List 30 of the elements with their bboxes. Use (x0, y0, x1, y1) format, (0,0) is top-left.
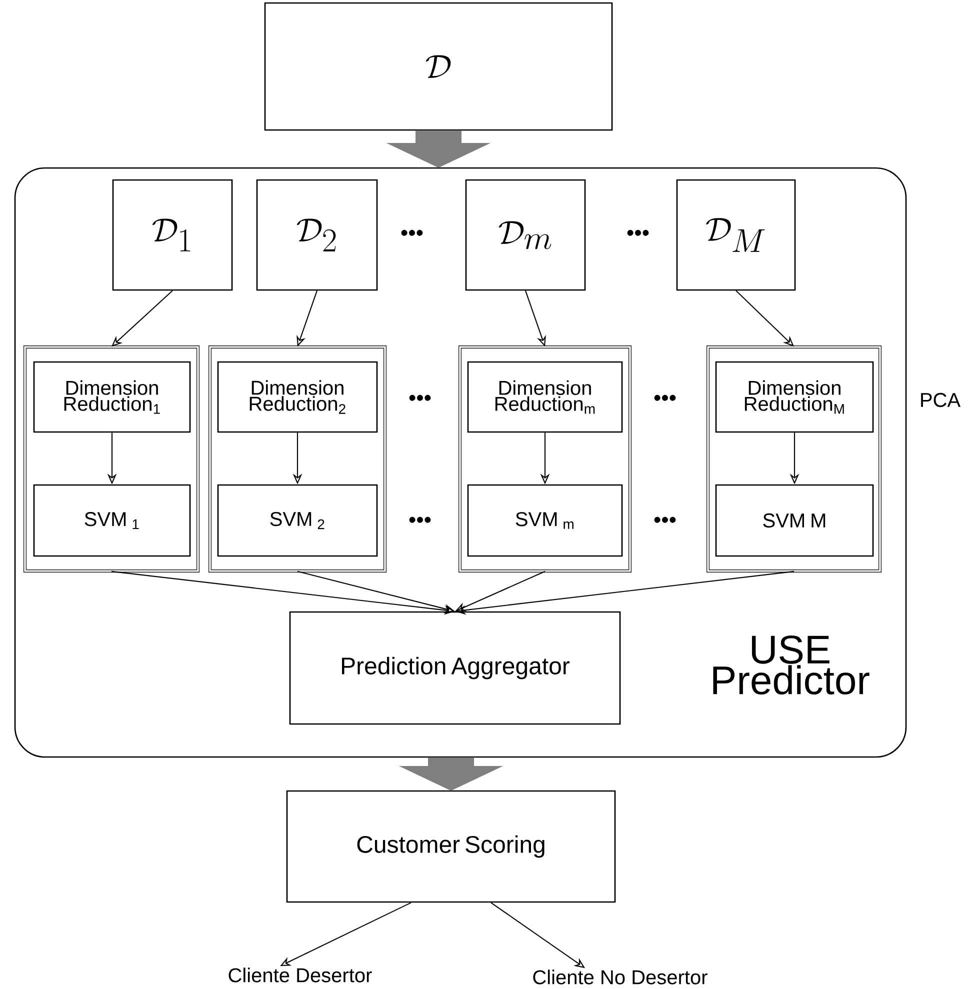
process-box: SVM $_{m}$ (467, 484, 623, 557)
ellipsis: ••• (409, 516, 431, 523)
side-label: PCA (921, 392, 961, 408)
ellipsis: ••• (627, 230, 649, 236)
process-box: SVM $_{2}$ (217, 484, 378, 557)
subset-box: $\mathcal{D}_{2}$ (256, 179, 378, 291)
process-box: SVM $_{1}$ (33, 484, 191, 557)
ellipsis: ••• (654, 516, 676, 523)
block-arrow (386, 130, 491, 168)
process-box: SVM M (715, 484, 874, 557)
model-frame (23, 345, 200, 573)
subset-box: $\mathcal{D}_{M}$ (676, 179, 796, 291)
process-box: Prediction Aggregator (289, 611, 621, 725)
subset-box: $\mathcal{D}_{m}$ (465, 179, 586, 291)
process-box: Dimension Reduction$_{m}$ (467, 361, 623, 433)
block-arrow (398, 757, 504, 791)
subset-box: $\mathcal{D}_{1}$ (112, 179, 233, 291)
ellipsis: ••• (654, 394, 676, 401)
dataset-box: $\mathcal{D}$ (264, 2, 613, 131)
output-label: Cliente No Desertor (533, 970, 708, 984)
model-frame (706, 345, 882, 573)
process-box: Dimension Reduction$_{M}$ (715, 361, 874, 433)
process-box: Dimension Reduction$_{2}$ (217, 361, 378, 433)
process-box: Dimension Reduction$_{1}$ (33, 361, 191, 433)
model-frame (458, 345, 632, 573)
model-frame (208, 345, 387, 573)
ellipsis: ••• (409, 394, 431, 401)
ellipsis: ••• (401, 230, 423, 236)
process-box: Customer Scoring (286, 790, 616, 903)
output-label: Cliente Desertor (228, 968, 372, 982)
